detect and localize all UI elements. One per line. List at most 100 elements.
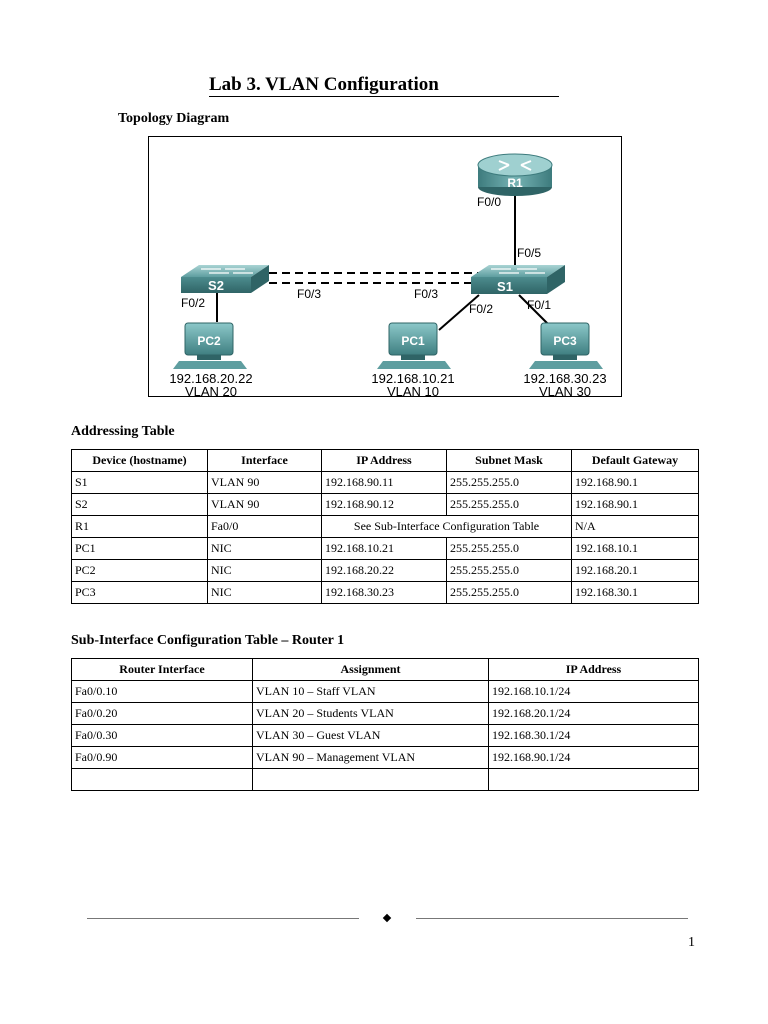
table-row: PC3 NIC 192.168.30.23 255.255.255.0 192.… [71,581,699,604]
pc3-ip: 192.168.30.23 [523,371,606,386]
r1-label: R1 [507,176,523,190]
port-s2-f0-2: F0/2 [181,296,205,310]
cell-ip: 192.168.90.1/24 [488,746,699,769]
pc2-icon: PC2 [173,322,247,369]
header-router-interface: Router Interface [71,658,253,681]
pc3-label: PC3 [553,334,577,348]
cell-mask: 255.255.255.0 [446,581,572,604]
subif-table: Router Interface Assignment IP Address F… [71,658,699,791]
header-ip-address: IP Address [321,449,447,472]
header-device: Device (hostname) [71,449,208,472]
port-s2-f0-3: F0/3 [297,287,321,301]
cell-mask: 255.255.255.0 [446,471,572,494]
port-r1-f0-0: F0/0 [477,195,501,209]
table-row: S1 VLAN 90 192.168.90.11 255.255.255.0 1… [71,471,699,494]
cell-router-interface: Fa0/0.20 [71,702,253,725]
header-default-gateway: Default Gateway [571,449,699,472]
cell-ip: 192.168.30.1/24 [488,724,699,747]
cell-assignment: VLAN 90 – Management VLAN [252,746,489,769]
cell-interface: NIC [207,559,322,582]
links [216,192,552,331]
cell-merged-note: See Sub-Interface Configuration Table [321,515,572,538]
switch-s1-icon: S1 [471,265,565,294]
header-ip-address: IP Address [488,658,699,681]
cell-assignment [252,768,489,791]
cell-device: R1 [71,515,208,538]
s1-label: S1 [497,279,513,294]
cell-device: PC2 [71,559,208,582]
cell-ip: 192.168.20.22 [321,559,447,582]
cell-ip: 192.168.10.1/24 [488,680,699,703]
cell-device: S1 [71,471,208,494]
port-s1-f0-2: F0/2 [469,302,493,316]
cell-interface: VLAN 90 [207,493,322,516]
cell-interface: VLAN 90 [207,471,322,494]
cell-ip: 192.168.30.23 [321,581,447,604]
cell-ip: 192.168.90.12 [321,493,447,516]
table-row: R1 Fa0/0 See Sub-Interface Configuration… [71,515,699,538]
footer-rule-left [87,918,359,919]
addressing-table: Device (hostname) Interface IP Address S… [71,449,699,604]
header-interface: Interface [207,449,322,472]
cell-assignment: VLAN 10 – Staff VLAN [252,680,489,703]
cell-gateway: 192.168.20.1 [571,559,699,582]
cell-device: PC3 [71,581,208,604]
footer-ornament-icon [382,913,392,923]
subif-header-row: Router Interface Assignment IP Address [71,658,699,681]
pc2-ip: 192.168.20.22 [169,371,252,386]
table-row: Fa0/0.30 VLAN 30 – Guest VLAN 192.168.30… [71,724,699,747]
s2-label: S2 [208,278,224,293]
cell-router-interface: Fa0/0.30 [71,724,253,747]
cell-interface: Fa0/0 [207,515,322,538]
cell-mask: 255.255.255.0 [446,537,572,560]
header-assignment: Assignment [252,658,489,681]
table-row: Fa0/0.20 VLAN 20 – Students VLAN 192.168… [71,702,699,725]
pc1-ip: 192.168.10.21 [371,371,454,386]
cell-ip: 192.168.20.1/24 [488,702,699,725]
cell-gateway: N/A [571,515,699,538]
pc3-vlan: VLAN 30 [539,384,591,396]
header-subnet-mask: Subnet Mask [446,449,572,472]
port-s1-f0-1: F0/1 [527,298,551,312]
cell-router-interface: Fa0/0.90 [71,746,253,769]
pc1-label: PC1 [401,334,425,348]
subif-table-label: Sub-Interface Configuration Table – Rout… [71,633,345,648]
table-row: PC2 NIC 192.168.20.22 255.255.255.0 192.… [71,559,699,582]
cell-ip [488,768,699,791]
pc1-vlan: VLAN 10 [387,384,439,396]
port-s1-f0-3: F0/3 [414,287,438,301]
page-number: 1 [688,935,695,950]
cell-gateway: 192.168.30.1 [571,581,699,604]
cell-interface: NIC [207,581,322,604]
cell-gateway: 192.168.10.1 [571,537,699,560]
link-s1-pc3 [518,294,552,328]
link-s1-pc1 [438,294,480,331]
addressing-table-label: Addressing Table [71,424,175,439]
switch-s2-icon: S2 [181,265,269,293]
table-row-empty [71,768,699,791]
cell-assignment: VLAN 20 – Students VLAN [252,702,489,725]
cell-mask: 255.255.255.0 [446,493,572,516]
cell-ip: 192.168.90.11 [321,471,447,494]
topology-diagram: R1 S2 S1 F0/0 F0/5 F0/3 F0/3 F0/2 F0/2 F… [148,136,622,397]
port-s1-f0-5: F0/5 [517,246,541,260]
footer-rule-right [416,918,688,919]
table-row: S2 VLAN 90 192.168.90.12 255.255.255.0 1… [71,493,699,516]
table-row: Fa0/0.90 VLAN 90 – Management VLAN 192.1… [71,746,699,769]
cell-router-interface: Fa0/0.10 [71,680,253,703]
cell-device: PC1 [71,537,208,560]
cell-assignment: VLAN 30 – Guest VLAN [252,724,489,747]
cell-device: S2 [71,493,208,516]
page-title: Lab 3. VLAN Configuration [209,74,559,97]
pc2-label: PC2 [197,334,221,348]
router-r1-icon: R1 [477,153,553,196]
table-row: PC1 NIC 192.168.10.21 255.255.255.0 192.… [71,537,699,560]
cell-router-interface [71,768,253,791]
pc3-icon: PC3 [529,322,603,369]
topology-label: Topology Diagram [118,111,230,126]
table-row: Fa0/0.10 VLAN 10 – Staff VLAN 192.168.10… [71,680,699,703]
cell-interface: NIC [207,537,322,560]
cell-gateway: 192.168.90.1 [571,471,699,494]
cell-mask: 255.255.255.0 [446,559,572,582]
topology-svg: R1 S2 S1 F0/0 F0/5 F0/3 F0/3 F0/2 F0/2 F… [169,153,607,396]
